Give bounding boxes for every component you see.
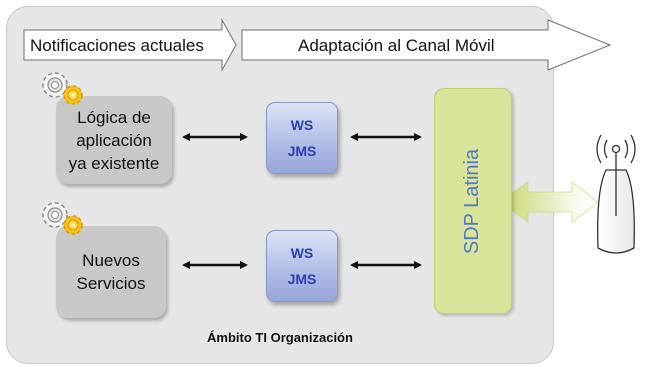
new-services-line2: Servicios [76,274,146,293]
antenna-icon [596,134,636,254]
gear-icon [42,72,83,105]
banner-label-current: Notificaciones actuales [30,36,204,55]
scope-label: Ámbito TI Organización [207,330,353,345]
existing-app-box: Lógica de aplicación ya existente [56,96,172,184]
new-services-box: Nuevos Servicios [56,226,166,318]
middleware-ws-label: WS [290,245,314,261]
banner-label-adaptation: Adaptación al Canal Móvil [298,36,495,55]
sdp-platform-label: SDP Latinia [461,148,484,254]
new-services-line1: Nuevos [82,251,140,270]
mobile-channel-arrow [499,180,599,224]
banner-arrow-adaptation [241,19,612,71]
middleware-ws-label: WS [290,117,314,133]
existing-app-line1: Lógica de [77,107,151,127]
existing-app-line3: ya existente [68,153,160,173]
sdp-platform-box [434,88,512,314]
sdp-platform-label-wrap: SDP Latinia [434,88,512,314]
middleware-block-top: WS JMS [266,102,338,174]
middleware-jms-label: JMS [287,271,317,287]
gear-icon [42,202,83,235]
banner-arrow-current [23,18,237,72]
existing-app-line2: aplicación [76,130,152,150]
middleware-block-bottom: WS JMS [266,230,338,302]
middleware-jms-label: JMS [287,143,317,159]
